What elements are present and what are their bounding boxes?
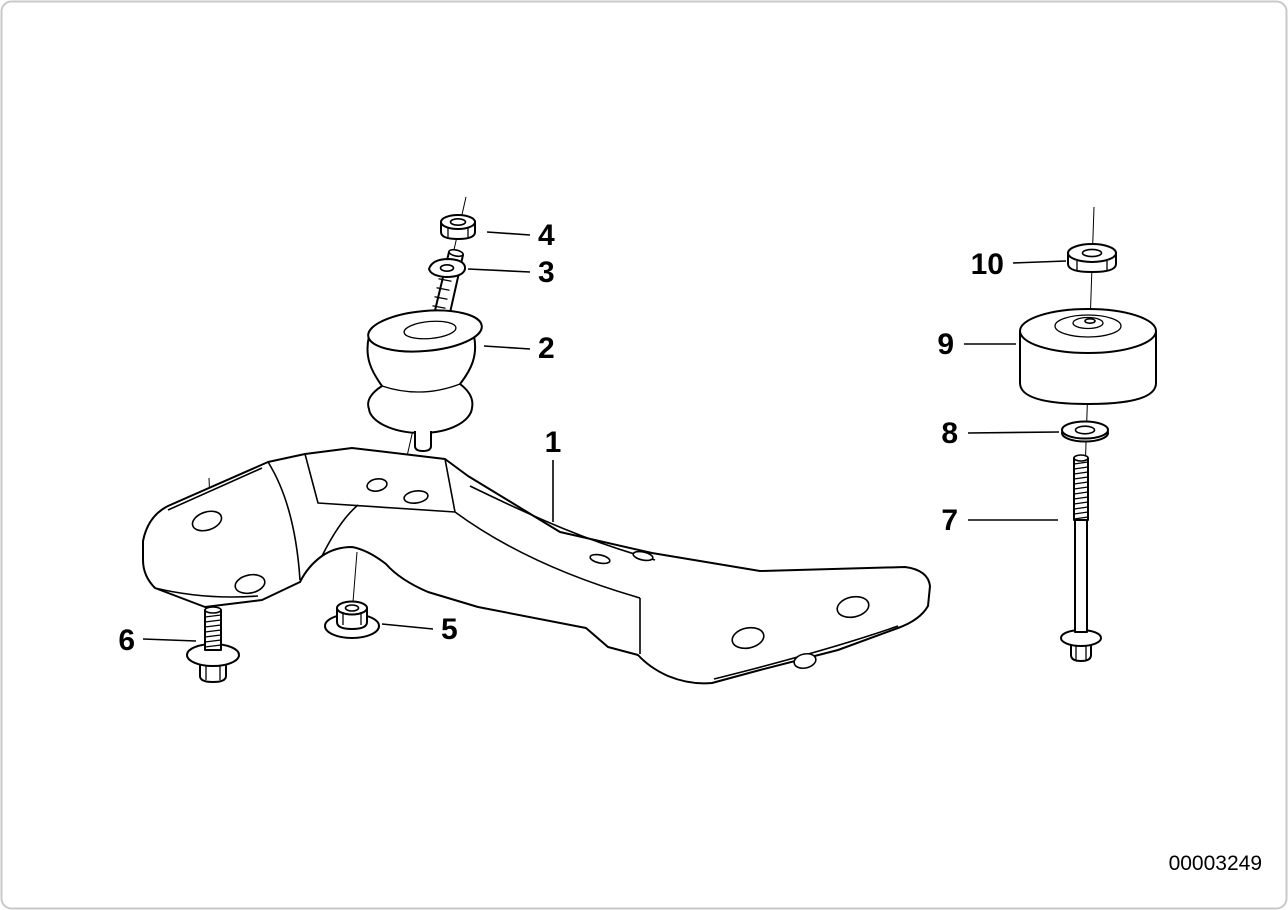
bolt6-threads (204, 614, 222, 648)
callout-4-leader (486, 231, 531, 236)
drawing-number: 00003249 (1169, 852, 1262, 875)
callout-3-leader (467, 268, 531, 273)
nut10-facets (1076, 259, 1108, 270)
mount-top-face (367, 309, 483, 353)
bracket-hole-right-small (793, 652, 817, 670)
bracket-hole-left-lower (234, 573, 266, 595)
long-bolt (1060, 454, 1102, 662)
bracket-inner-edges (154, 453, 899, 680)
nut4-hole (449, 218, 467, 227)
bracket-slot-beam-left (589, 553, 611, 565)
callout-7-label: 7 (941, 504, 958, 537)
callout-6-label: 6 (118, 624, 135, 657)
rubber-mount (366, 248, 483, 452)
bolt7-tip (1073, 454, 1089, 462)
callout-10-leader (1012, 260, 1067, 264)
callout-4-label: 4 (538, 219, 555, 252)
mount-waist-seam (381, 383, 461, 393)
bracket-hole-right-lower-left (731, 626, 765, 650)
mount9-inner-ring-inner (1072, 316, 1104, 330)
bracket-hole-right-upper (836, 595, 870, 619)
callout-10-label: 10 (971, 248, 1004, 281)
nut5-facets (342, 612, 362, 625)
callout-8-leader (967, 431, 1060, 434)
bracket-hole-center-slot (403, 490, 429, 504)
bracket-hole-left-upper (191, 510, 223, 532)
nut5-hole (344, 604, 360, 612)
stud-washer (428, 258, 467, 278)
hex-nut (1067, 243, 1117, 273)
cylindrical-mount (1019, 308, 1157, 405)
mount9-center-hole (1084, 317, 1096, 324)
washer-hole (439, 263, 455, 272)
nut4-facets (447, 228, 469, 237)
callout-6-leader (142, 638, 197, 642)
callout-5-leader (381, 623, 434, 630)
bolt7-shank (1074, 519, 1088, 633)
mount-stud-tip (448, 248, 464, 258)
callout-1-label: 1 (545, 426, 562, 459)
bracket-slot-beam-right (632, 550, 654, 562)
callout-3-label: 3 (538, 256, 555, 289)
stud-nut (440, 214, 476, 240)
callout-5-label: 5 (441, 613, 458, 646)
bracket-hole-center-round (366, 478, 388, 492)
bolt6-tip (204, 606, 222, 614)
bracket-outline (142, 447, 931, 685)
mount-bottom-stud (414, 431, 432, 452)
callout-2-label: 2 (538, 332, 555, 365)
nut10-hole (1081, 248, 1103, 258)
bolt-washer (1061, 420, 1109, 443)
flange-nut (324, 600, 380, 639)
callout-9-label: 9 (937, 328, 954, 361)
mount-top-inner-ring (403, 320, 457, 340)
callout-8-label: 8 (941, 417, 958, 450)
flange-bolt (186, 606, 240, 683)
mount9-inner-ring-outer (1054, 314, 1122, 338)
mount9-top-face (1019, 308, 1157, 354)
callout-2-leader (483, 345, 531, 350)
crossmember-bracket (142, 447, 931, 685)
bolt7-threads (1073, 461, 1089, 520)
washer8-hole (1074, 425, 1096, 435)
